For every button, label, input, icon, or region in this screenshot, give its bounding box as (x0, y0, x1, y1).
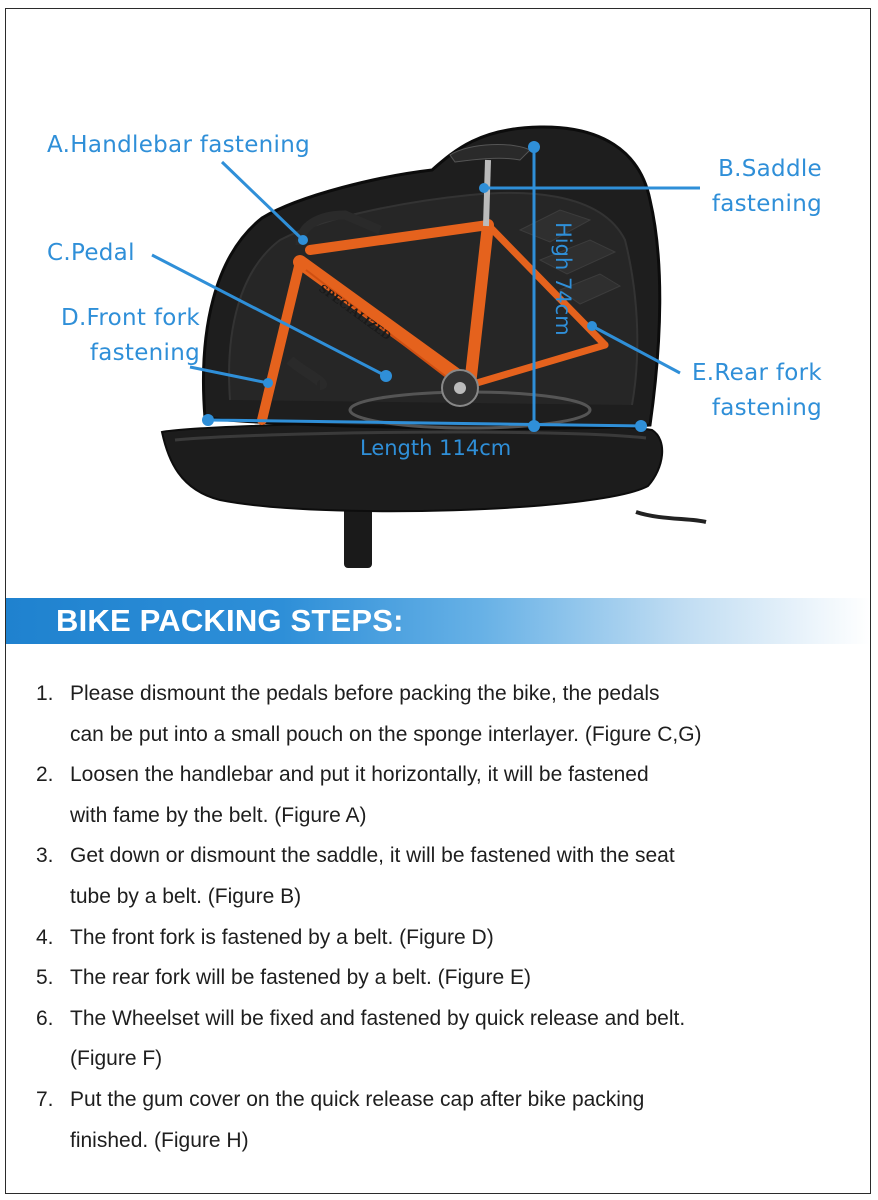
list-item: 4. The front fork is fastened by a belt.… (36, 918, 836, 959)
step-text: Get down or dismount the saddle, it will… (70, 844, 675, 908)
bike-case-illustration: SPECIALIZED High 74cm Le (151, 125, 707, 568)
step-text: Put the gum cover on the quick release c… (70, 1087, 645, 1152)
saddle (449, 144, 531, 163)
step-text: The rear fork will be fastened by a belt… (70, 966, 532, 990)
callout-front-fork: D.Front fork fastening (60, 305, 200, 366)
list-item: 6. The Wheelset will be fixed and fasten… (36, 999, 836, 1080)
list-item: 1. Please dismount the pedals before pac… (36, 674, 836, 755)
callout-rear-fork: E.Rear fork fastening (691, 360, 822, 421)
list-item: 3. Get down or dismount the saddle, it w… (36, 836, 836, 917)
length-right-dot (635, 420, 647, 432)
step-text: Please dismount the pedals before packin… (70, 682, 702, 746)
step-number: 3. (36, 844, 54, 868)
rear-fork-leader-line (591, 324, 681, 375)
height-label: High 74cm (551, 222, 575, 336)
step-number: 6. (36, 1006, 54, 1030)
list-item: 5. The rear fork will be fastened by a b… (36, 958, 836, 999)
length-left-dot (202, 414, 214, 426)
callout-handlebar: A.Handlebar fastening (47, 132, 310, 158)
packing-steps-list: 1. Please dismount the pedals before pac… (36, 674, 836, 1161)
handlebar-leader-line (220, 160, 305, 242)
step-number: 5. (36, 966, 54, 990)
front-fork-leader-line (189, 365, 269, 385)
step-number: 7. (36, 1087, 54, 1111)
dimension-lines (207, 147, 642, 428)
list-item: 7. Put the gum cover on the quick releas… (36, 1080, 836, 1161)
bike-case-figure: SPECIALIZED High 74cm Le (0, 0, 878, 590)
callout-pedal: C.Pedal (47, 240, 135, 266)
step-text: The Wheelset will be fixed and fastened … (70, 1006, 686, 1071)
step-number: 2. (36, 763, 54, 787)
section-title: BIKE PACKING STEPS: (56, 603, 404, 638)
pedal-leader-line (151, 253, 387, 378)
bike-frame (257, 219, 609, 425)
zipper-pull (635, 510, 707, 524)
list-item: 2. Loosen the handlebar and put it horiz… (36, 755, 836, 836)
height-bottom-dot (528, 420, 540, 432)
step-text: The front fork is fastened by a belt. (F… (70, 925, 494, 949)
seat-post (483, 159, 491, 227)
height-top-dot (528, 141, 540, 153)
step-number: 1. (36, 682, 54, 705)
step-text: Loosen the handlebar and put it horizont… (70, 763, 649, 827)
section-banner: BIKE PACKING STEPS: (6, 598, 870, 644)
length-label: Length 114cm (360, 436, 511, 460)
callout-saddle: B.Saddle fastening (711, 156, 822, 217)
step-number: 4. (36, 925, 54, 949)
